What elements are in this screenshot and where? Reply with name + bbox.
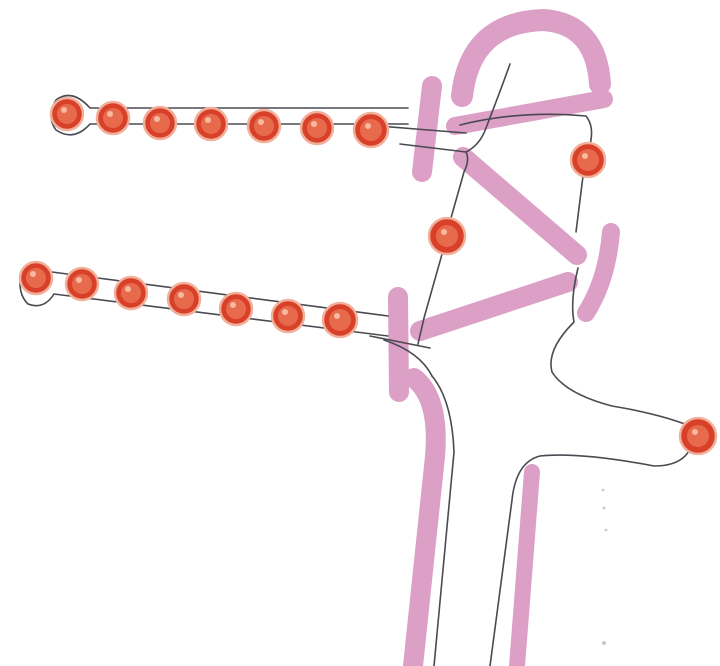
middle-horizontal-band [420,282,568,331]
bead [248,110,280,142]
bead [220,293,252,325]
bead [571,143,605,177]
bead [144,107,176,139]
bead [272,300,304,332]
bead [51,98,83,130]
diagonal-band [463,157,577,255]
bead [429,218,465,254]
bead [323,303,357,337]
background-specks [602,489,608,645]
bead [97,102,129,134]
right-vertical-band [586,232,611,313]
lower-left-vertical-band [398,297,399,392]
top-arc-band [462,20,600,96]
bead [680,418,716,454]
bead [168,283,200,315]
bead [354,113,388,147]
top-horizontal-band [455,99,604,126]
bead [20,262,52,294]
upper-bead-chain [51,98,388,147]
left-stem-band [413,378,436,666]
bead [195,108,227,140]
bead [115,277,147,309]
bead [301,112,333,144]
bead [66,268,98,300]
right-stem-band [517,472,532,666]
right-drop-strand [576,168,584,232]
